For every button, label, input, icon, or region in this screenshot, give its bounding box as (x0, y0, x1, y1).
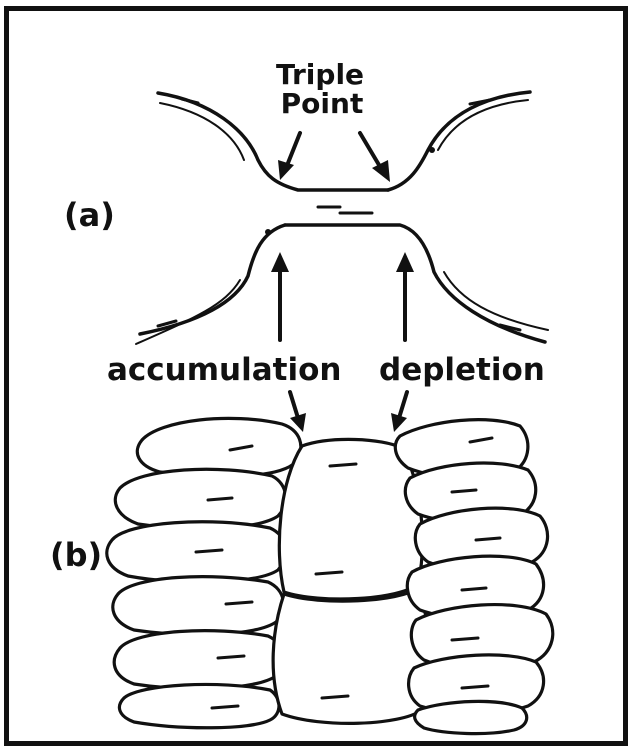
arrowhead (391, 413, 407, 432)
arrowhead (372, 160, 390, 182)
grain-left-2 (115, 469, 285, 528)
boundary-dash (470, 100, 490, 104)
grain-mark (452, 490, 476, 492)
grain-mark (462, 686, 488, 688)
panel-a-diagram (136, 92, 548, 344)
arrowhead (278, 160, 294, 180)
grain-right-7 (415, 701, 527, 733)
grain-mark (226, 602, 252, 604)
grain-mark (330, 464, 356, 466)
arrowhead (396, 252, 414, 272)
triple-point-arrow-left (286, 133, 300, 168)
boundary-dash (182, 99, 198, 103)
panel-b-label: (b) (50, 536, 102, 574)
boundary-lower-left (140, 225, 285, 334)
grain-mark (462, 588, 486, 590)
depletion-arrow-down (399, 392, 407, 418)
grain-mark (322, 696, 348, 698)
grain-mark (208, 498, 232, 500)
grain-mark (196, 550, 222, 552)
boundary-dot (265, 229, 271, 235)
grain-mark (476, 538, 500, 540)
arrowhead (271, 252, 289, 272)
grain-left-4 (113, 577, 284, 635)
boundary-dot (429, 147, 435, 153)
grain-left-6 (119, 684, 279, 727)
boundary-lower-right (285, 225, 545, 342)
grain-mark (218, 656, 244, 658)
boundary-upper-left-inner (160, 103, 244, 160)
boundary-lower-left-inner (136, 280, 240, 344)
grain-center-lower (273, 588, 431, 723)
panel-b-diagram (107, 392, 553, 734)
panel-a-label: (a) (64, 196, 115, 234)
boundary-upper-right (388, 92, 530, 190)
accumulation-label: accumulation (107, 352, 341, 388)
boundary-upper-right-inner (438, 100, 528, 150)
triple-point-label-line2: Point (281, 87, 364, 120)
grain-left-5 (114, 631, 283, 689)
grain-mark (212, 706, 238, 708)
triple-point-arrow-right (360, 133, 382, 170)
grain-mark (316, 572, 342, 574)
accumulation-arrow-down (290, 392, 298, 418)
depletion-label: depletion (379, 352, 545, 388)
grain-mark (452, 638, 478, 640)
